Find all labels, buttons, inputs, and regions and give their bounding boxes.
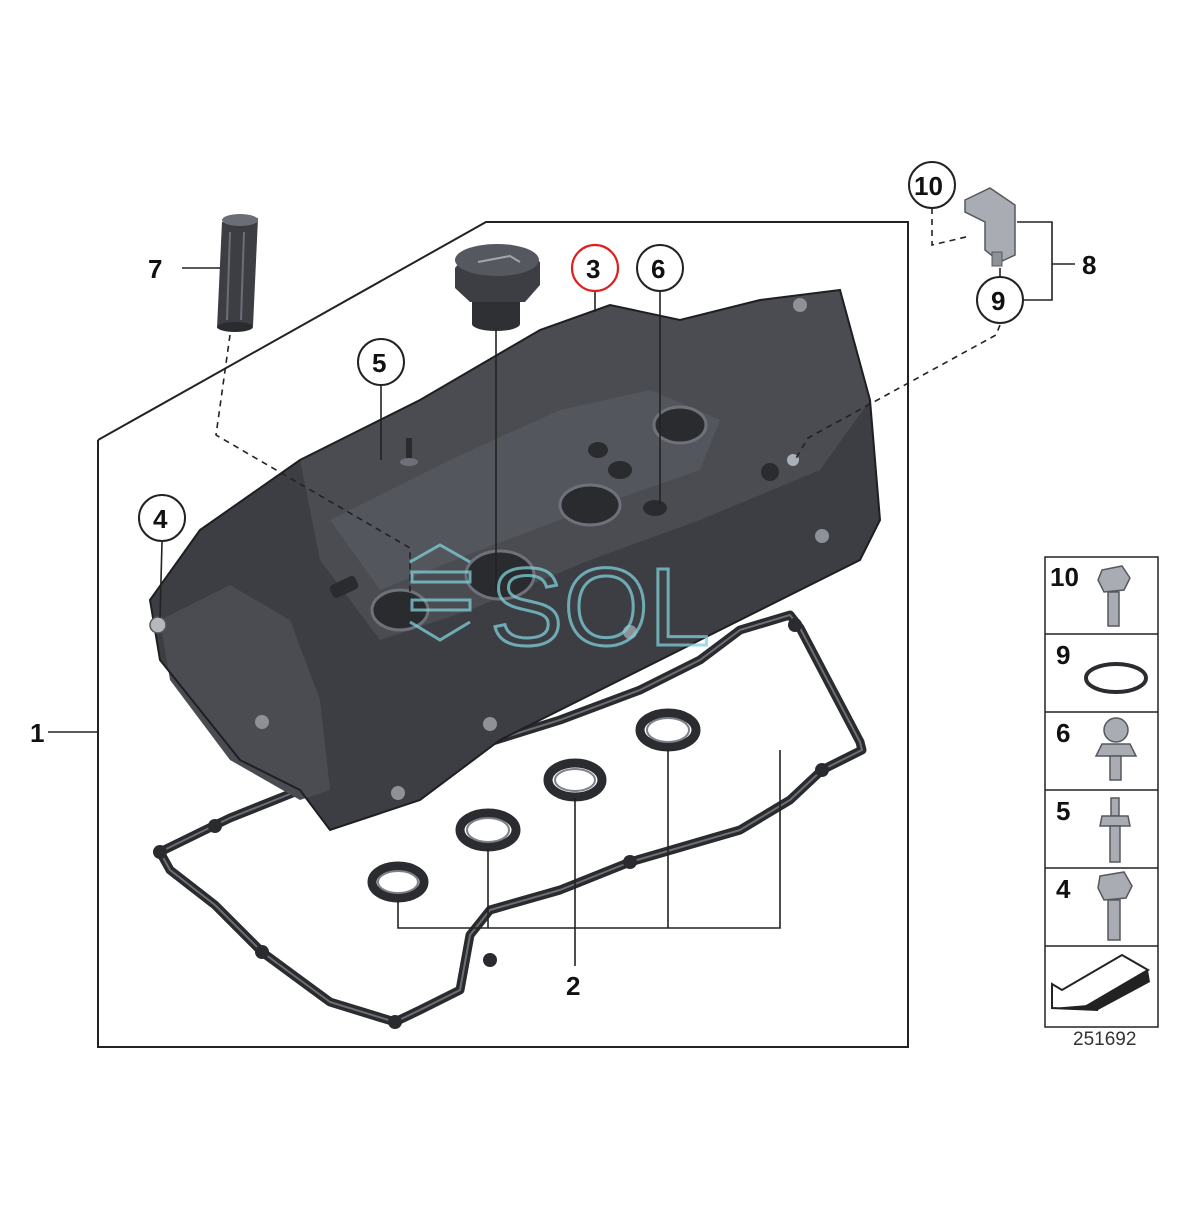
callout-5-circle (357, 338, 405, 386)
valve-cover-body (148, 288, 882, 832)
callout-1: 1 (30, 718, 44, 748)
oil-filler-cap (455, 244, 540, 331)
callout-10-circle (908, 161, 956, 209)
callout-4: 4 (153, 504, 168, 534)
callout-8: 8 (1082, 250, 1096, 280)
callout-10: 10 (914, 171, 943, 201)
legend-row-10-number: 10 (1050, 562, 1079, 592)
callout-6-circle (636, 244, 684, 292)
callout-4-circle (138, 494, 186, 542)
o-ring-icon (1084, 662, 1148, 694)
ball-stud-icon (1094, 717, 1138, 781)
callout-3-highlight-circle (570, 243, 620, 293)
callout-5: 5 (372, 348, 386, 378)
watermark: SOL (409, 543, 712, 671)
intake-tube (217, 214, 258, 332)
assembly-frame (97, 221, 909, 1048)
callout-3: 3 (586, 254, 600, 284)
watermark-text: SOL (490, 546, 710, 669)
callout-6: 6 (651, 254, 665, 284)
callout-7: 7 (148, 254, 162, 284)
flange-bolt-icon (1097, 565, 1131, 627)
mounting-bracket (964, 187, 1016, 267)
callout-9-circle (976, 276, 1024, 324)
tube-seal-set (367, 708, 701, 903)
legend-row-5-number: 5 (1056, 796, 1070, 826)
leader-lines (48, 208, 1075, 966)
callout-9: 9 (991, 286, 1005, 316)
callout-2: 2 (566, 971, 580, 1001)
reference-number: 251692 (1073, 1029, 1136, 1050)
legend-row-6-number: 6 (1056, 718, 1070, 748)
callouts: 7 5 3 6 4 1 2 10 9 8 (30, 161, 1096, 1001)
legend-row-9-number: 9 (1056, 640, 1070, 670)
hex-bolt-icon (1097, 871, 1133, 941)
direction-arrow-icon (1051, 953, 1150, 1011)
hardware-legend: 10 9 6 5 4 (1044, 556, 1159, 1028)
stud-bolt-icon (1099, 797, 1131, 863)
legend-row-4-number: 4 (1056, 874, 1071, 904)
